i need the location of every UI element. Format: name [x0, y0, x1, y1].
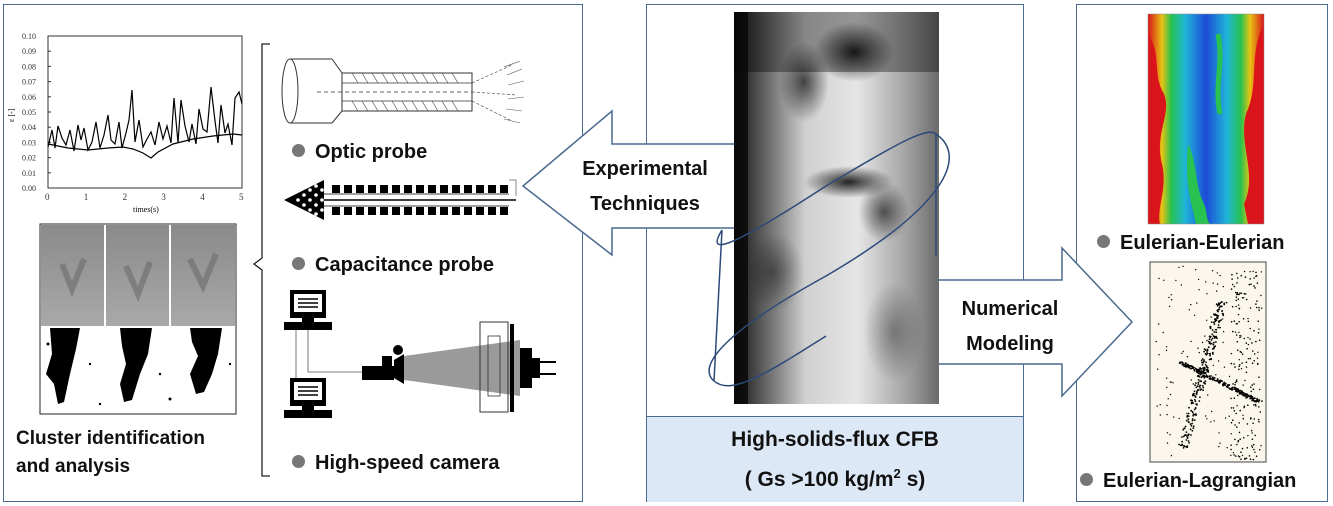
cfb-title: High-solids-flux CFB	[731, 428, 939, 451]
bullet-icon	[292, 257, 305, 271]
riser-helix-outline	[708, 131, 950, 387]
optic-probe-label: Optic probe	[315, 141, 428, 163]
technique-capacitance-probe: Capacitance probe	[292, 254, 494, 277]
chart-y-tick: 0.09	[22, 47, 36, 56]
technique-high-speed-camera: High-speed camera	[292, 452, 500, 475]
numerical-modeling-arrow	[927, 246, 1134, 398]
technique-optic-probe: Optic probe	[292, 141, 427, 164]
computer-icon	[284, 290, 332, 330]
voidage-trend-line	[47, 133, 243, 159]
chart-xlabel: times(s)	[133, 205, 159, 214]
camera-view-cone	[404, 340, 520, 396]
voidage-signal-line	[47, 86, 243, 152]
chart-x-tick: 5	[239, 192, 244, 202]
voidage-time-series-chart: 0.00 0.01 0.02 0.03 0.04 0.05 0.06 0.07 0.08 0.09…	[7, 32, 244, 214]
bullet-icon	[1080, 473, 1093, 487]
camera-icon	[362, 345, 404, 384]
optic-probe-drawing	[281, 58, 525, 124]
cfb-caption-box	[647, 416, 1023, 502]
chart-y-tick: 0.05	[22, 108, 36, 117]
chart-y-tick: 0.03	[22, 138, 36, 147]
cluster-images	[39, 223, 237, 415]
cluster-caption-line2: and analysis	[16, 456, 131, 477]
arrow-experimental-line1: Experimental	[582, 158, 708, 180]
cfb-subtitle-sup: 2	[893, 466, 901, 481]
bullet-icon	[292, 455, 305, 469]
chart-x-tick: 2	[123, 192, 128, 202]
light-source-icon	[520, 348, 556, 388]
chart-y-tick: 0.10	[22, 32, 36, 41]
chart-y-tick: 0.04	[22, 123, 36, 132]
capacitance-probe-drawing	[284, 179, 517, 220]
eulerian-lagrangian-particles	[1149, 261, 1267, 463]
cfb-subtitle-post: s)	[900, 468, 926, 491]
chart-x-tick: 1	[84, 192, 89, 202]
chart-x-tick: 0	[45, 192, 50, 202]
cfb-subtitle-pre: ( Gs >100 kg/m	[744, 468, 894, 491]
eulerian-eulerian-contour	[1147, 13, 1265, 225]
eulerian-lagrangian-label: Eulerian-Lagrangian	[1103, 470, 1297, 492]
chart-y-tick: 0.07	[22, 78, 36, 87]
high-speed-camera-label: High-speed camera	[315, 452, 500, 474]
cfb-riser-photo	[734, 12, 939, 404]
chart-x-tick: 3	[161, 192, 166, 202]
chart-y-tick: 0.08	[22, 62, 36, 71]
chart-y-tick: 0.00	[22, 184, 36, 193]
cluster-caption-line1: Cluster identification	[16, 428, 205, 449]
computer-icon	[284, 378, 332, 418]
binarized-cluster-frames	[46, 328, 232, 406]
arrow-experimental-line2: Techniques	[590, 193, 700, 215]
cfb-subtitle: ( Gs >100 kg/m2 s)	[647, 466, 1023, 492]
chart-y-tick: 0.06	[22, 93, 36, 102]
bullet-icon	[1097, 235, 1110, 249]
bullet-icon	[292, 144, 305, 158]
chart-ylabel: ε [-]	[7, 108, 16, 122]
chart-y-tick: 0.02	[22, 154, 36, 163]
technique-bracket	[252, 43, 270, 477]
eulerian-eulerian-label: Eulerian-Eulerian	[1120, 232, 1285, 254]
capacitance-probe-label: Capacitance probe	[315, 254, 494, 276]
model-eulerian-eulerian: Eulerian-Eulerian	[1097, 232, 1285, 255]
arrow-numerical-line1: Numerical	[961, 298, 1059, 320]
chart-y-tick: 0.01	[22, 169, 36, 178]
model-eulerian-lagrangian: Eulerian-Lagrangian	[1080, 470, 1296, 493]
chart-x-tick: 4	[200, 192, 205, 202]
raw-cluster-frames	[41, 225, 235, 326]
high-speed-camera-setup-drawing	[284, 290, 556, 418]
arrow-numerical-line2: Modeling	[966, 333, 1054, 355]
